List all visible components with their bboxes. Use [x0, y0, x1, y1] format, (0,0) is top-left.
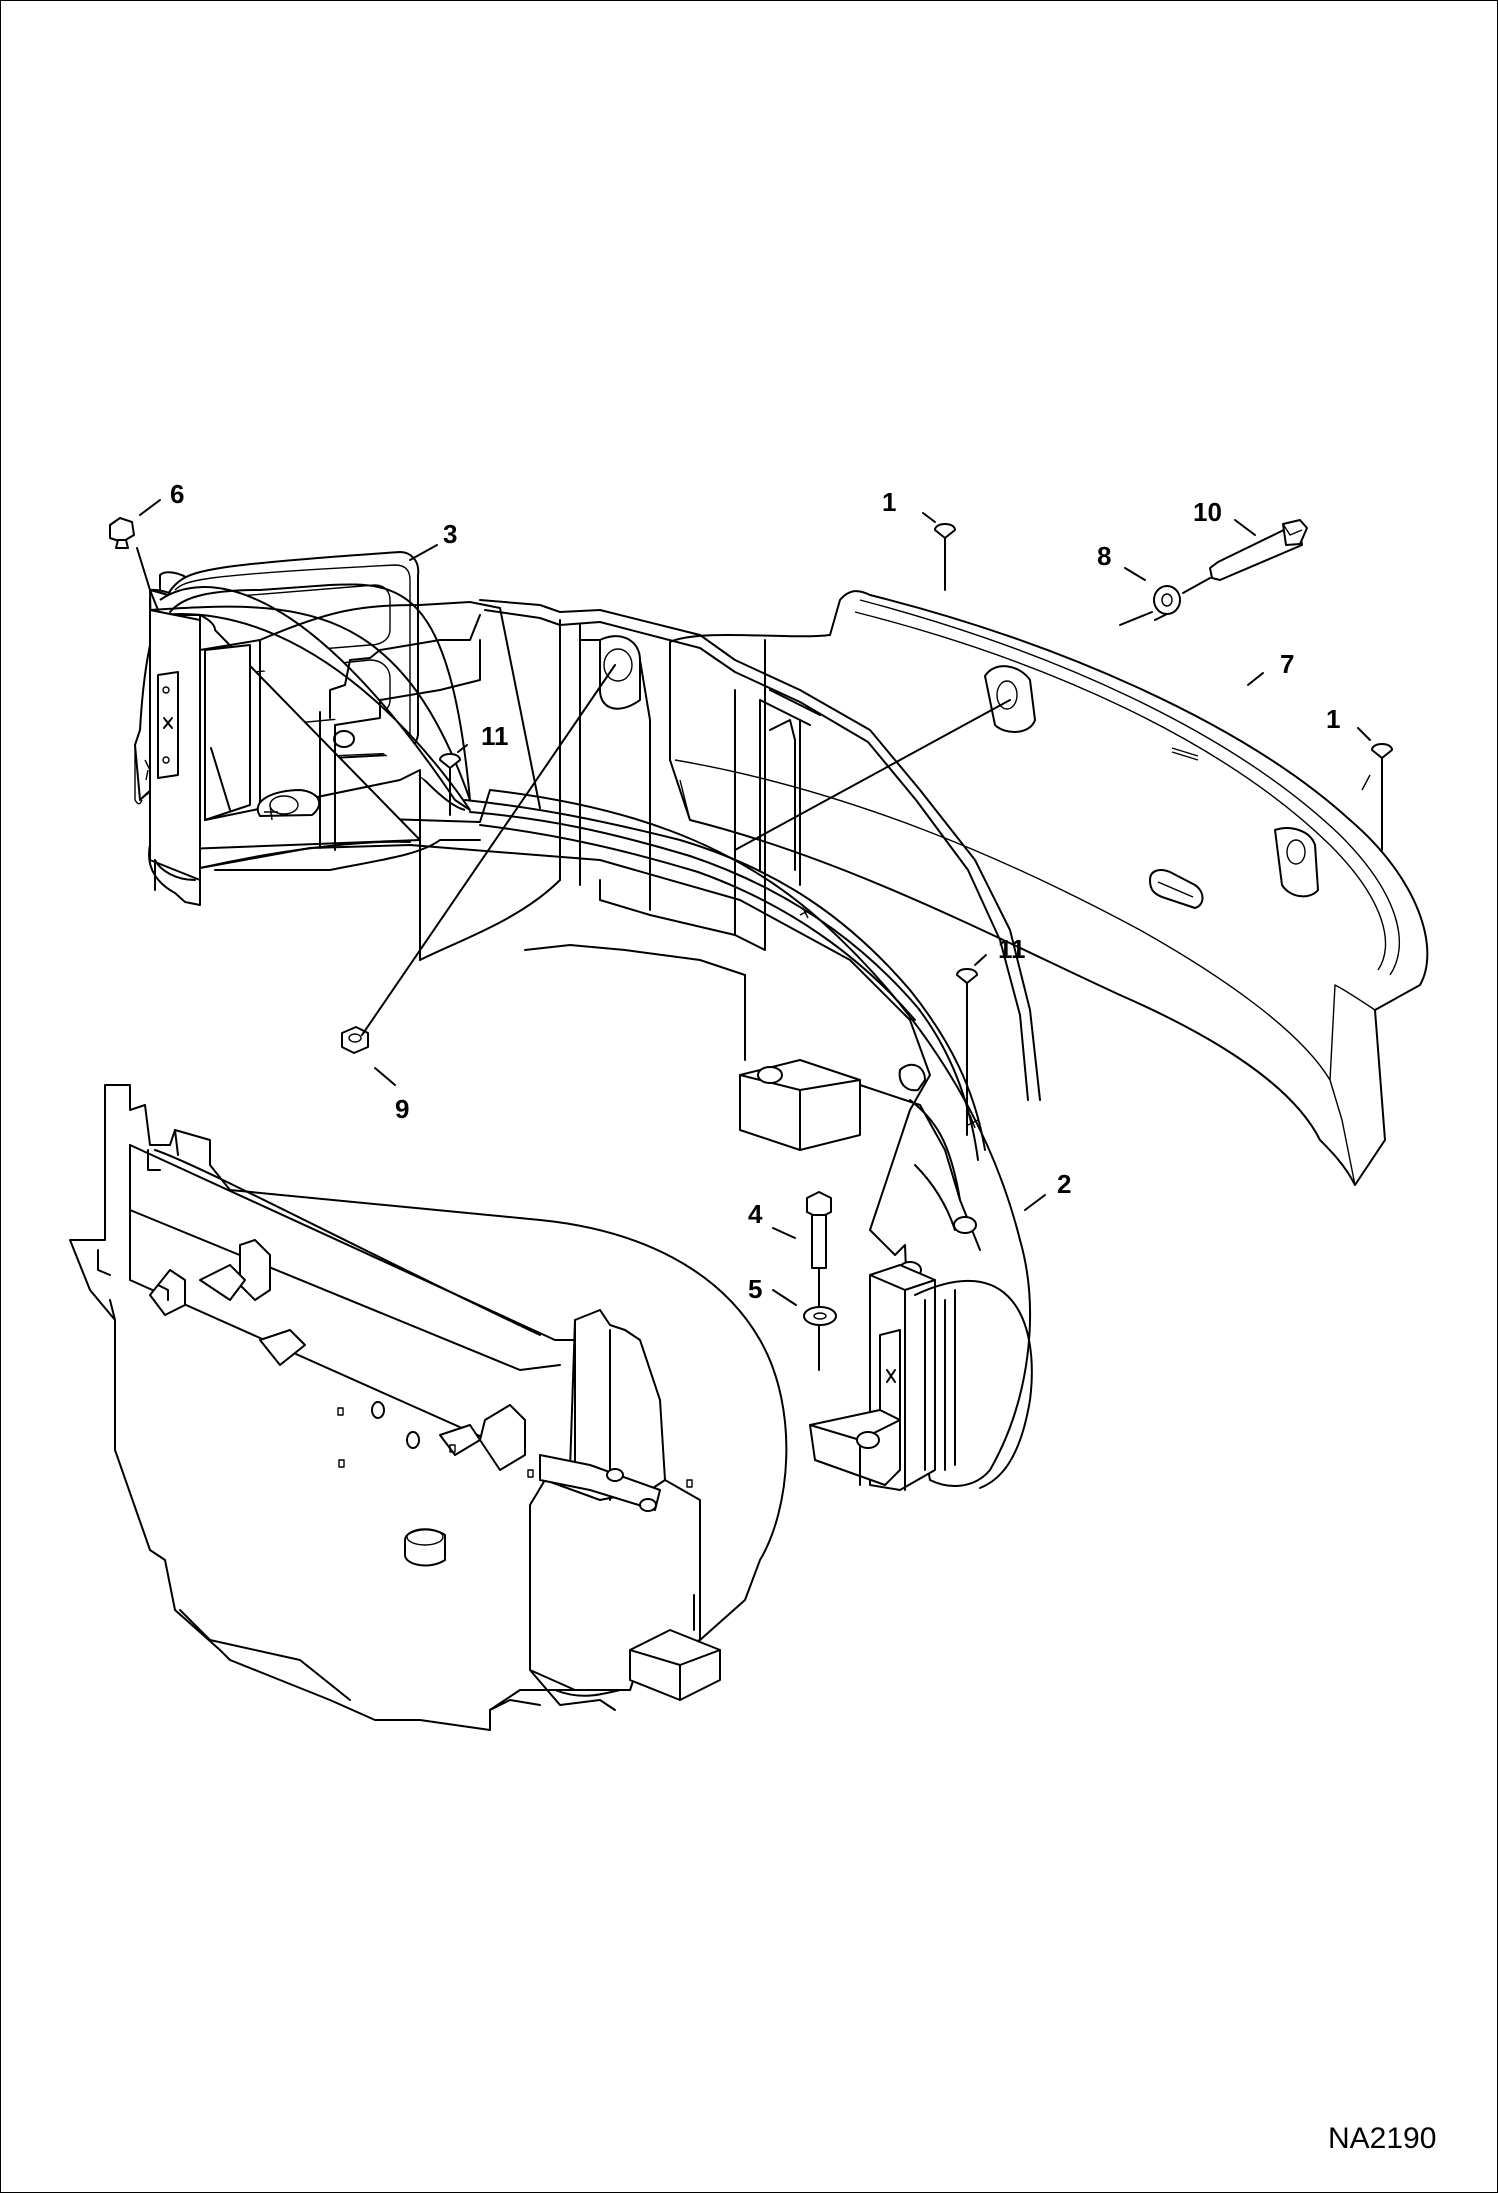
callout-11-left: 11	[481, 721, 509, 751]
callout-11-right: 11	[998, 934, 1026, 964]
callout-7: 7	[1280, 649, 1294, 679]
callout-2: 2	[1057, 1169, 1071, 1199]
plug-1-upper	[934, 523, 956, 539]
callout-10: 10	[1193, 497, 1222, 527]
counterweight	[148, 583, 1041, 1491]
plug-11-left	[439, 753, 461, 769]
washer-8	[1153, 585, 1181, 615]
bolt-6	[109, 517, 135, 549]
plug-1-right	[1371, 743, 1393, 759]
callout-8: 8	[1097, 541, 1111, 571]
drawing-code: NA2190	[1328, 2122, 1436, 2155]
counterweight-cover	[669, 590, 1429, 1186]
plug-11-right	[956, 968, 978, 984]
callout-labels: 6 3 1 1 11 11 10 8 7 2 4 5 9	[170, 479, 1340, 1304]
assembly-lines	[136, 499, 1383, 1631]
bolt-4	[806, 1191, 832, 1269]
callout-4: 4	[748, 1199, 763, 1229]
callout-9: 9	[395, 1094, 409, 1124]
callout-6: 6	[170, 479, 184, 509]
bolt-10	[1209, 519, 1308, 581]
callout-1-upper: 1	[882, 487, 896, 517]
callout-3: 3	[443, 519, 457, 549]
callout-1-right: 1	[1326, 704, 1340, 734]
washer-5	[803, 1306, 837, 1326]
nut-9	[341, 1026, 369, 1054]
callout-5: 5	[748, 1274, 762, 1304]
machine-frame	[69, 1084, 788, 1731]
